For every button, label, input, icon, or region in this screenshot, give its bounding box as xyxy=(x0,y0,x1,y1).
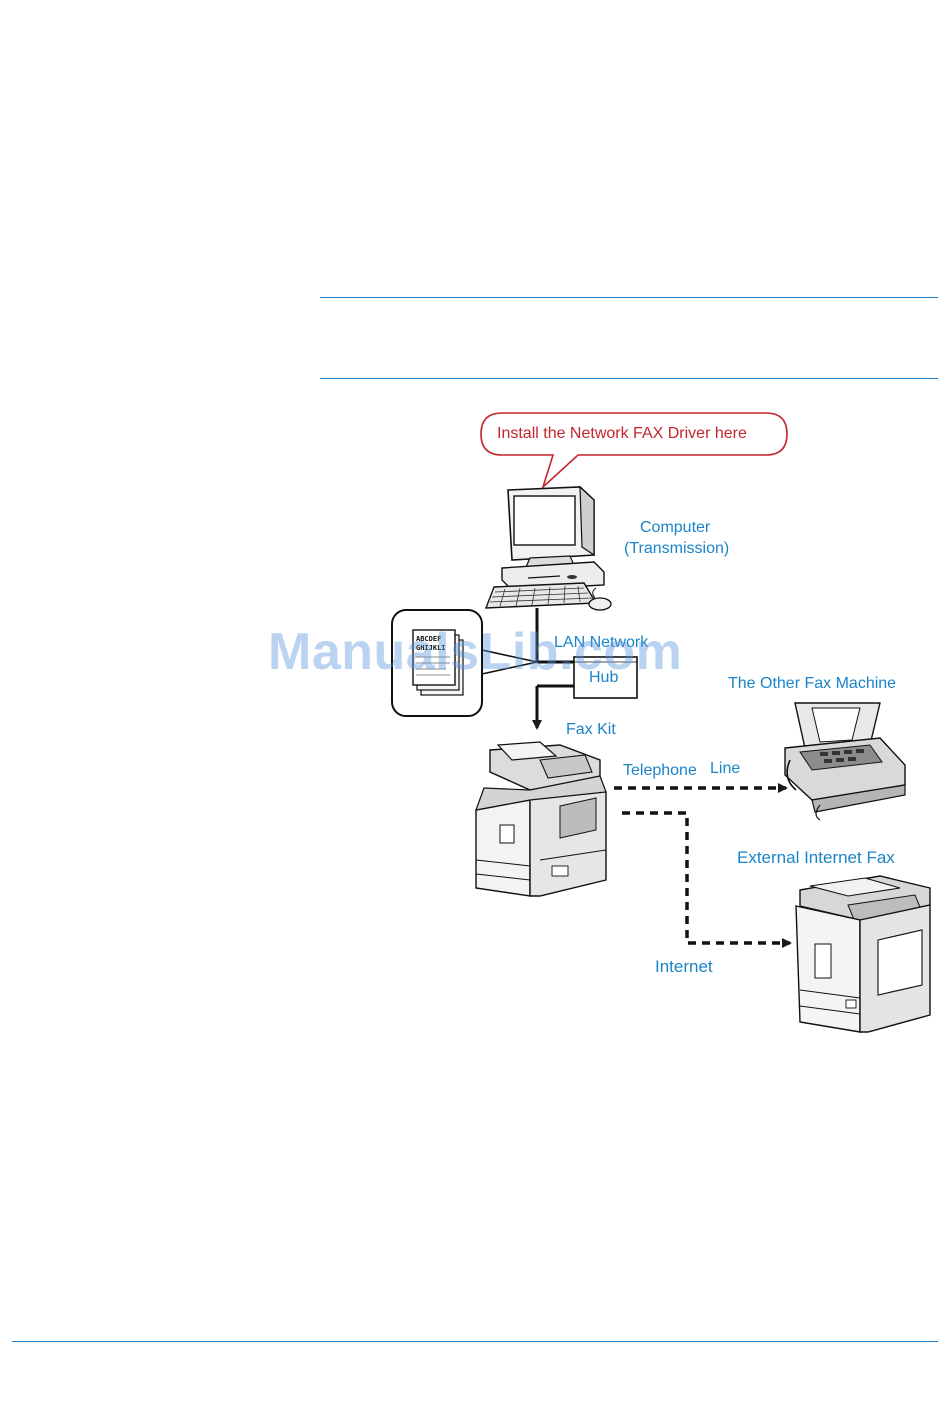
internet-label: Internet xyxy=(655,957,713,977)
fax-kit-label: Fax Kit xyxy=(566,721,616,739)
computer-transmission-label: (Transmission) xyxy=(624,540,729,558)
internet-line-arrow xyxy=(622,813,790,943)
watermark-text: ManualsLib.com xyxy=(268,622,682,682)
fax-kit-printer-icon xyxy=(476,742,606,896)
other-fax-machine-label: The Other Fax Machine xyxy=(728,675,896,693)
callout-text: Install the Network FAX Driver here xyxy=(497,425,747,443)
other-fax-machine-icon xyxy=(785,703,905,820)
external-internet-fax-label: External Internet Fax xyxy=(737,848,895,868)
external-internet-fax-icon xyxy=(796,876,930,1032)
computer-label: Computer xyxy=(640,519,710,537)
line-label: Line xyxy=(710,760,740,778)
computer-icon xyxy=(486,487,611,610)
telephone-label: Telephone xyxy=(623,762,697,780)
